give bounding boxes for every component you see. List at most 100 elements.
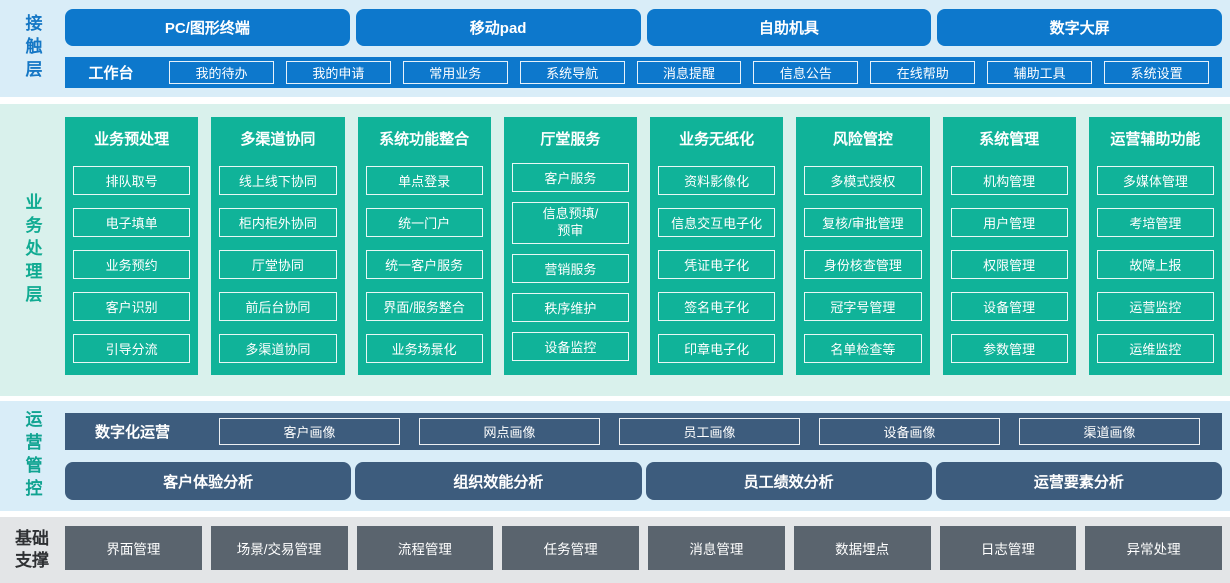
foundation-data-tracking: 数据埋点 (793, 526, 931, 570)
operations-layer-label: 运营管控 (22, 410, 42, 502)
column-item: 统一门户 (365, 208, 483, 237)
terminal-mobile-pad: 移动pad (355, 9, 641, 46)
foundation-ui-management: 界面管理 (65, 526, 202, 570)
column-item: 信息预填/ 预审 (511, 202, 629, 244)
foundation-scene-transaction: 场景/交易管理 (210, 526, 348, 570)
terminal-self-service: 自助机具 (646, 9, 932, 46)
business-column-system-management: 系统管理 机构管理 用户管理 权限管理 设备管理 参数管理 (942, 117, 1076, 375)
operations-layer-label-wrap: 运营管控 (0, 401, 64, 511)
workbench-item-todo: 我的待办 (169, 61, 274, 84)
analysis-employee-performance: 员工绩效分析 (645, 462, 932, 500)
column-item: 运营监控 (1096, 292, 1214, 321)
column-title: 系统功能整合 (379, 130, 470, 148)
column-item: 线上线下协同 (219, 166, 337, 195)
column-item: 冠字号管理 (804, 292, 922, 321)
profile-customer: 客户画像 (219, 418, 400, 445)
digital-operations-bar: 数字化运营 客户画像 网点画像 员工画像 设备画像 渠道画像 (65, 413, 1222, 450)
foundation-process-management: 流程管理 (356, 526, 494, 570)
column-item: 客户识别 (73, 292, 191, 321)
digital-operations-label: 数字化运营 (94, 424, 170, 441)
column-item: 资料影像化 (658, 166, 776, 195)
column-item: 印章电子化 (658, 334, 776, 363)
contact-layer-label: 接触层 (22, 14, 42, 83)
analysis-row: 客户体验分析 组织效能分析 员工绩效分析 运营要素分析 (65, 462, 1222, 500)
terminal-row: PC/图形终端 移动pad 自助机具 数字大屏 (65, 9, 1222, 46)
business-column-system-integration: 系统功能整合 单点登录 统一门户 统一客户服务 界面/服务整合 业务场景化 (357, 117, 491, 375)
business-column-hall-service: 厅堂服务 客户服务 信息预填/ 预审 营销服务 秩序维护 设备监控 (503, 117, 637, 375)
column-item: 客户服务 (511, 163, 629, 192)
column-title: 业务预处理 (94, 130, 170, 148)
foundation-message-management: 消息管理 (648, 526, 785, 570)
column-item: 多媒体管理 (1096, 166, 1214, 195)
column-item: 信息交互电子化 (658, 208, 776, 237)
workbench-item-online-help: 在线帮助 (870, 61, 976, 84)
column-item: 考培管理 (1096, 208, 1214, 237)
column-item: 秩序维护 (511, 293, 629, 322)
column-item: 身份核查管理 (804, 250, 922, 279)
column-item: 多渠道协同 (219, 334, 337, 363)
column-item: 单点登录 (365, 166, 483, 195)
contact-layer-label-wrap: 接触层 (0, 0, 64, 97)
column-title: 业务无纸化 (679, 130, 755, 148)
business-layer-label: 业务处理层 (22, 192, 42, 308)
business-column-paperless: 业务无纸化 资料影像化 信息交互电子化 凭证电子化 签名电子化 印章电子化 (650, 117, 784, 375)
column-title: 厅堂服务 (540, 130, 601, 148)
workbench-label: 工作台 (88, 65, 134, 82)
column-item: 引导分流 (73, 334, 191, 363)
foundation-log-management: 日志管理 (939, 526, 1077, 570)
column-item: 前后台协同 (219, 292, 337, 321)
foundation-layer-section: 基础支撑 界面管理 场景/交易管理 流程管理 任务管理 消息管理 数据埋点 日志… (0, 517, 1230, 583)
foundation-layer-label: 基础支撑 (15, 528, 49, 570)
profile-branch: 网点画像 (419, 418, 600, 445)
workbench-item-common-business: 常用业务 (402, 61, 508, 84)
column-item: 柜内柜外协同 (219, 208, 337, 237)
foundation-task-management: 任务管理 (502, 526, 639, 570)
business-columns: 业务预处理 排队取号 电子填单 业务预约 客户识别 引导分流 多渠道协同 线上线… (65, 117, 1222, 375)
operations-layer-section: 运营管控 数字化运营 客户画像 网点画像 员工画像 设备画像 渠道画像 客户体验… (0, 401, 1230, 511)
business-layer-label-wrap: 业务处理层 (0, 104, 64, 396)
column-item: 排队取号 (73, 166, 191, 195)
foundation-layer-label-wrap: 基础支撑 (0, 517, 64, 583)
terminal-pc: PC/图形终端 (65, 9, 350, 46)
column-title: 多渠道协同 (240, 130, 316, 148)
column-item: 名单检查等 (804, 334, 922, 363)
business-column-risk-control: 风险管控 多模式授权 复核/审批管理 身份核查管理 冠字号管理 名单检查等 (796, 117, 930, 375)
column-item: 权限管理 (950, 250, 1068, 279)
column-item: 业务场景化 (365, 334, 483, 363)
profile-device: 设备画像 (819, 418, 1000, 445)
column-item: 设备监控 (511, 332, 629, 361)
workbench-item-notifications: 消息提醒 (636, 61, 742, 84)
analysis-org-efficiency: 组织效能分析 (355, 462, 642, 500)
column-item: 凭证电子化 (658, 250, 776, 279)
column-item: 故障上报 (1096, 250, 1214, 279)
column-title: 运营辅助功能 (1110, 130, 1201, 148)
column-item: 电子填单 (73, 208, 191, 237)
business-layer-section: 业务处理层 业务预处理 排队取号 电子填单 业务预约 客户识别 引导分流 多渠道… (0, 104, 1230, 396)
business-column-multichannel: 多渠道协同 线上线下协同 柜内柜外协同 厅堂协同 前后台协同 多渠道协同 (211, 117, 345, 375)
terminal-digital-screen: 数字大屏 (937, 9, 1222, 46)
column-item: 多模式授权 (804, 166, 922, 195)
column-item: 设备管理 (950, 292, 1068, 321)
business-column-operation-aux: 运营辅助功能 多媒体管理 考培管理 故障上报 运营监控 运维监控 (1088, 117, 1222, 375)
workbench-item-announcements: 信息公告 (753, 61, 859, 84)
column-item: 厅堂协同 (219, 250, 337, 279)
profile-employee: 员工画像 (619, 418, 800, 445)
column-item: 用户管理 (950, 208, 1068, 237)
workbench-item-applications: 我的申请 (285, 61, 391, 84)
column-item: 界面/服务整合 (365, 292, 483, 321)
column-item: 营销服务 (511, 254, 629, 283)
column-item: 机构管理 (950, 166, 1068, 195)
business-column-preprocess: 业务预处理 排队取号 电子填单 业务预约 客户识别 引导分流 (65, 117, 199, 375)
column-item: 复核/审批管理 (804, 208, 922, 237)
column-item: 参数管理 (950, 334, 1068, 363)
analysis-operation-elements: 运营要素分析 (935, 462, 1222, 500)
column-title: 风险管控 (832, 130, 893, 148)
column-item: 签名电子化 (658, 292, 776, 321)
column-item: 业务预约 (73, 250, 191, 279)
workbench-item-navigation: 系统导航 (519, 61, 625, 84)
workbench-item-aux-tools: 辅助工具 (987, 61, 1093, 84)
contact-layer-section: 接触层 PC/图形终端 移动pad 自助机具 数字大屏 工作台 我的待办 我的申… (0, 0, 1230, 97)
column-item: 运维监控 (1096, 334, 1214, 363)
profile-channel: 渠道画像 (1019, 418, 1200, 445)
foundation-row: 界面管理 场景/交易管理 流程管理 任务管理 消息管理 数据埋点 日志管理 异常… (65, 526, 1222, 570)
